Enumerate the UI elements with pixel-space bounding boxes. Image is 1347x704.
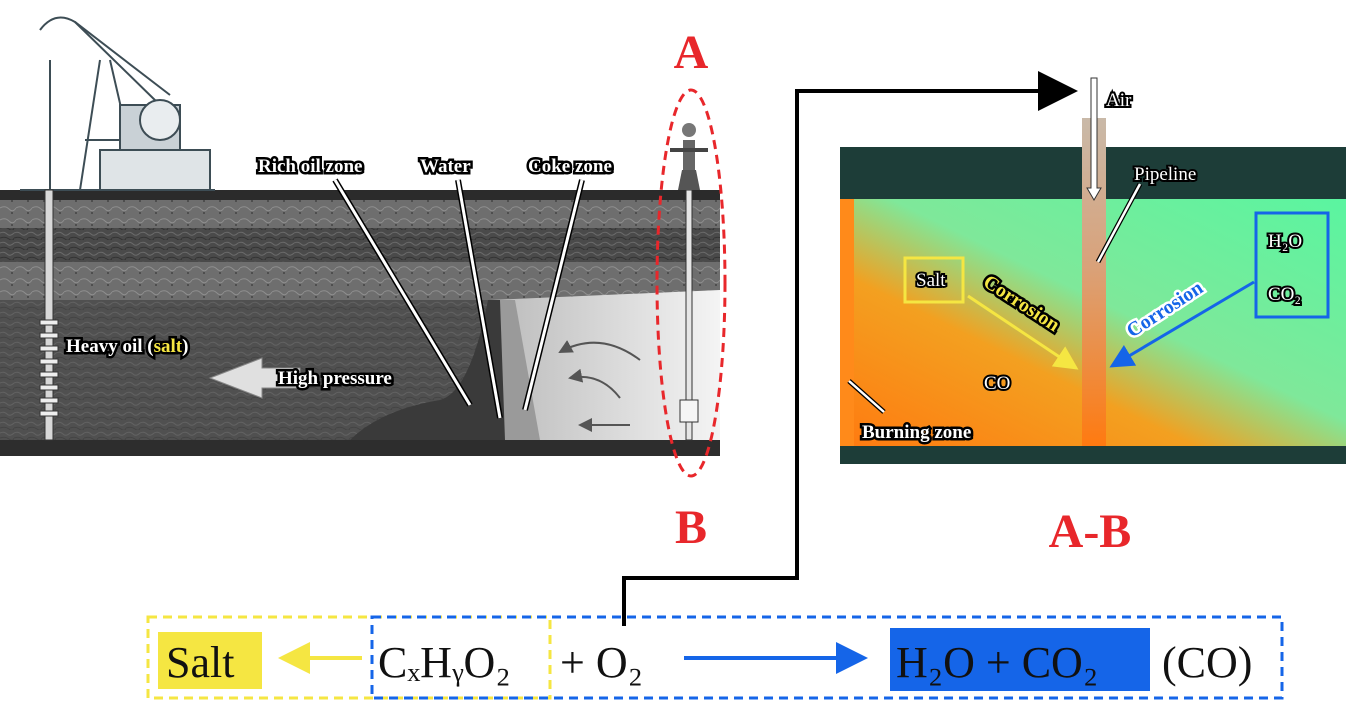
h2o-inset-label: H₂O (1268, 231, 1302, 252)
marker-a: A (674, 26, 709, 79)
connector-arrow (622, 71, 1078, 626)
equation-salt: Salt (166, 638, 234, 687)
equation-plus-o2: + O₂ (560, 638, 643, 687)
heavy-oil-salt-text: salt (154, 336, 183, 357)
co2-inset-label: CO₂ (1268, 284, 1301, 305)
air-label: Air (1106, 90, 1132, 111)
production-well-icon (39, 189, 59, 441)
reservoir-cross-section: Rich oil zone Water Coke zone Heavy oil … (0, 16, 727, 554)
salt-box (903, 256, 965, 304)
burning-zone-label: Burning zone (862, 422, 971, 443)
pipeline-label: Pipeline (1134, 164, 1196, 185)
coke-zone-region (480, 290, 720, 440)
salt-inset-label: Salt (916, 270, 946, 291)
salt-highlight (158, 632, 262, 689)
heavy-oil-label: Heavy oil (salt) (66, 336, 188, 357)
equation-products: H₂O + CO₂ (896, 638, 1098, 687)
air-inlet-arrow (1086, 77, 1102, 201)
salt-corrosion-arrow (967, 294, 1079, 370)
rich-oil-band (350, 300, 505, 440)
salt-pathway-box (146, 615, 552, 700)
equation-reactant: CₓHᵧO₂ (378, 638, 511, 687)
ground-surface (0, 190, 720, 200)
marker-b: B (675, 501, 707, 554)
pumpjack-icon (20, 16, 215, 191)
high-pressure-label: High pressure (278, 368, 392, 389)
equation-co: (CO) (1162, 638, 1252, 687)
h2o-co2-box (1254, 211, 1330, 319)
combustion-pathway-box (370, 615, 1284, 700)
rich-oil-zone-label: Rich oil zone (258, 156, 363, 177)
products-highlight (890, 628, 1150, 691)
burning-zone-leader (848, 380, 885, 413)
product-corrosion-arrow (1109, 280, 1255, 368)
high-pressure-arrow (208, 357, 301, 399)
co-inset-label: CO (984, 373, 1010, 394)
reaction-equation: Salt CₓHᵧO₂ + O₂ H₂O + CO₂ (CO) (146, 615, 1284, 700)
inset-bottom-band (840, 446, 1346, 464)
pipeline-leader (1096, 183, 1142, 263)
stratum-2 (0, 228, 720, 262)
section-highlight-ellipse (655, 88, 727, 478)
stratum-3 (0, 262, 720, 300)
bottom-stratum (0, 440, 720, 456)
marker-ab: A-B (1049, 505, 1132, 558)
coke-zone-label: Coke zone (528, 156, 612, 177)
ab-section-inset: Air Pipeline Salt Corrosion H₂O CO₂ Corr… (840, 77, 1346, 558)
injection-well-icon (670, 123, 708, 441)
water-label: Water (420, 156, 471, 177)
